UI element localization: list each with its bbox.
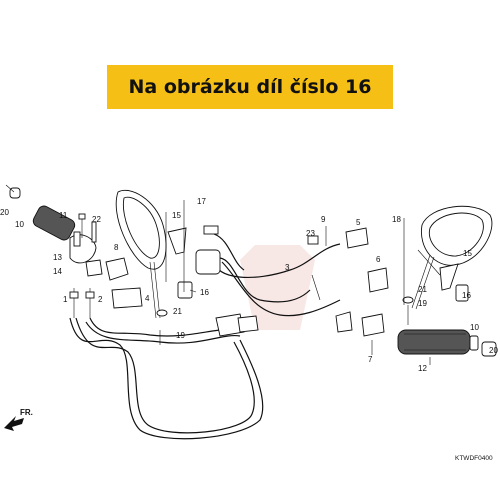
callout-23: 23 — [306, 229, 315, 238]
callout-19-left: 19 — [176, 331, 185, 340]
right-switch-parts — [307, 226, 389, 337]
callout-4: 4 — [145, 294, 150, 303]
callout-8: 8 — [114, 243, 119, 252]
callout-21-right: 21 — [418, 285, 427, 294]
callout-9: 9 — [321, 215, 326, 224]
callout-10-right: 10 — [470, 323, 479, 332]
callout-16-left: 16 — [200, 288, 209, 297]
right-grip — [397, 329, 497, 357]
front-arrow: FR. — [4, 408, 33, 431]
callout-15-right: 15 — [463, 249, 472, 258]
left-mirror — [115, 190, 167, 319]
misc-bolts — [78, 213, 86, 238]
watermark — [240, 245, 315, 330]
callout-numbers: 1 2 3 4 5 6 7 8 9 10 10 11 12 13 14 15 1… — [0, 197, 498, 373]
brake-lever-parts — [69, 288, 95, 318]
throttle-cables — [69, 317, 264, 440]
callout-14: 14 — [53, 267, 62, 276]
callout-17: 17 — [197, 197, 206, 206]
callout-20-left: 20 — [0, 208, 9, 217]
callout-20-right: 20 — [489, 346, 498, 355]
callout-12: 12 — [418, 364, 427, 373]
front-label: FR. — [20, 408, 33, 417]
callout-18: 18 — [392, 215, 401, 224]
callout-10-left: 10 — [15, 220, 24, 229]
callout-11: 11 — [59, 211, 68, 220]
callout-1: 1 — [63, 295, 68, 304]
callout-7: 7 — [368, 355, 373, 364]
callout-21-left: 21 — [173, 307, 182, 316]
mirror-nuts — [177, 281, 469, 302]
callout-22: 22 — [92, 215, 101, 224]
right-mirror — [411, 205, 493, 310]
callout-6: 6 — [376, 255, 381, 264]
callout-3: 3 — [285, 263, 290, 272]
banner-title: Na obrázku díl číslo 16 — [128, 76, 372, 98]
diagram-code: KTWDF0400 — [455, 455, 493, 462]
part-number-banner: Na obrázku díl číslo 16 — [107, 65, 393, 109]
left-grip-assembly — [5, 184, 143, 309]
callout-13: 13 — [53, 253, 62, 262]
callout-19-right: 19 — [418, 299, 427, 308]
callout-5: 5 — [356, 218, 361, 227]
callout-2: 2 — [98, 295, 103, 304]
washers-and-bolts — [156, 296, 414, 345]
callout-16-right: 16 — [462, 291, 471, 300]
callout-15-left: 15 — [172, 211, 181, 220]
center-switch-housing — [215, 313, 259, 337]
leader-lines — [165, 200, 441, 365]
wiring-harness — [195, 225, 341, 317]
